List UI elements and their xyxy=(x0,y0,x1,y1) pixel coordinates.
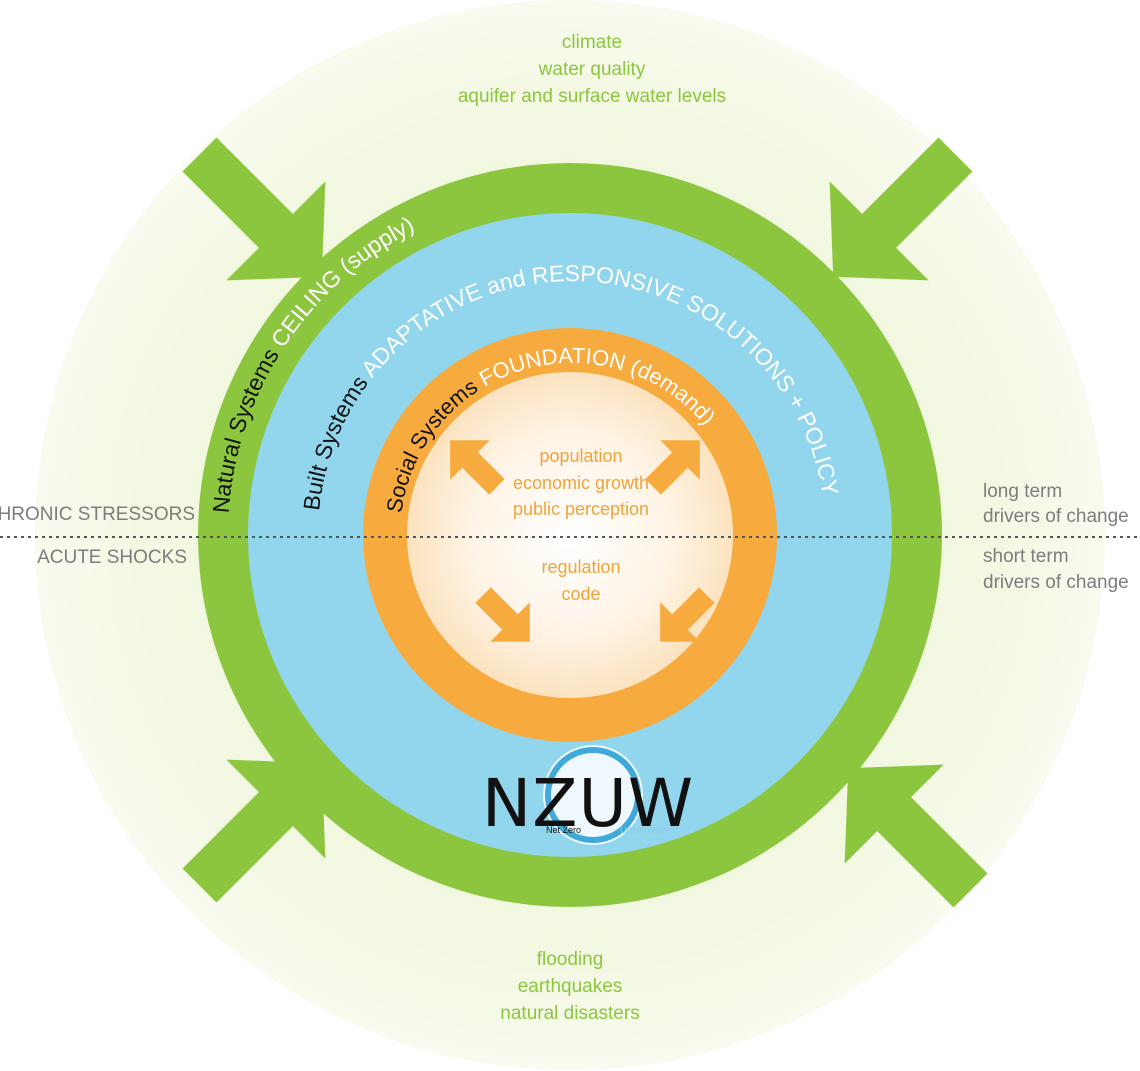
arrow-bottom-left-icon xyxy=(182,759,326,903)
core-circle xyxy=(407,372,733,698)
nzuw-logo: NZUW Net Zero Urban Water xyxy=(482,745,694,845)
long-term-label-2: drivers of change xyxy=(983,506,1129,527)
short-term-label-1: short term xyxy=(983,546,1069,567)
core-public-perception: public perception xyxy=(513,499,649,519)
logo-wordmark: NZUW xyxy=(482,765,694,842)
small-arrow-lower-right-icon xyxy=(660,587,715,642)
core-economic-growth: economic growth xyxy=(513,473,649,493)
small-arrow-upper-right-icon xyxy=(645,440,700,495)
outer-top-line-3: aquifer and surface water levels xyxy=(458,86,726,107)
short-term-label-2: drivers of change xyxy=(983,572,1129,593)
arrow-top-right-icon xyxy=(829,137,973,281)
logo-tagline-dark: Net Zero xyxy=(546,825,581,835)
small-arrow-upper-left-icon xyxy=(450,440,505,495)
arrow-top-left-icon xyxy=(182,137,326,281)
arrow-bottom-right-icon xyxy=(844,764,988,908)
long-term-label-1: long term xyxy=(983,481,1062,502)
core-regulation: regulation xyxy=(541,557,620,577)
outer-top-line-1: climate xyxy=(562,32,622,53)
acute-shocks-label: ACUTE SHOCKS xyxy=(37,547,187,568)
core-code: code xyxy=(561,584,600,604)
logo-tagline-light: Urban Water xyxy=(620,825,671,835)
small-arrow-lower-left-icon xyxy=(475,587,530,642)
outer-bottom-line-1: flooding xyxy=(537,949,604,970)
outer-bottom-line-3: natural disasters xyxy=(500,1003,639,1024)
outer-bottom-line-2: earthquakes xyxy=(518,976,623,997)
chronic-stressors-label: CHRONIC STRESSORS xyxy=(0,504,195,525)
outer-top-line-2: water quality xyxy=(538,59,646,80)
core-population: population xyxy=(539,446,622,466)
